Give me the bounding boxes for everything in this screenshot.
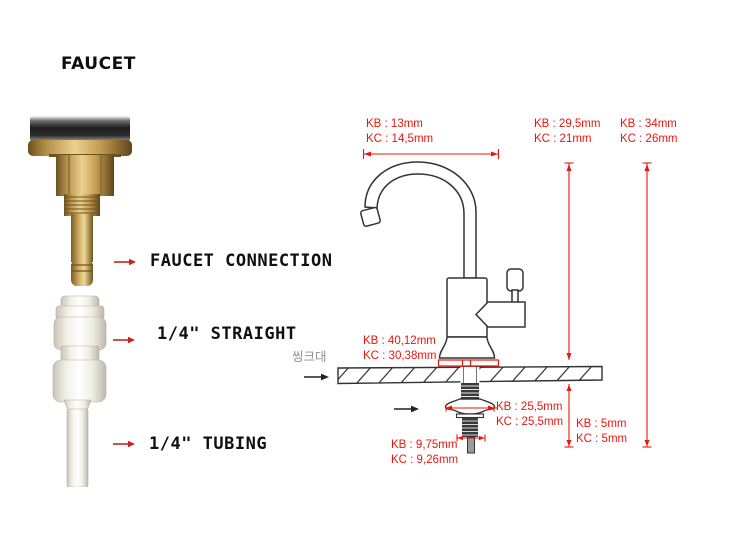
brass-flange <box>28 140 132 157</box>
black-arrow-icon <box>304 373 329 381</box>
quick-connect-fitting-photo <box>52 295 107 487</box>
faucet-body <box>438 268 526 359</box>
page-title: FAUCET <box>61 54 136 74</box>
dim-spout-reach-line <box>362 149 500 159</box>
dim-base-width-line <box>437 359 500 367</box>
faucet-diagram <box>304 149 652 454</box>
brass-threads <box>64 194 100 216</box>
dim-thread-diameter-text: KB : 9,75mm KC : 9,26mm <box>391 439 459 466</box>
mounting-shank <box>460 367 480 399</box>
brass-hex-nut <box>56 155 114 196</box>
part-label-tubing: 1/4" TUBING <box>149 434 268 454</box>
dim-nut-width-line <box>445 404 497 412</box>
handle-stem <box>511 289 519 304</box>
dim-total-height-text: KB : 34mm KC : 26mm <box>620 118 678 145</box>
red-arrow-icon <box>113 336 135 344</box>
dim-base-width-text: KB : 40,12mm KC : 30,38mm <box>363 335 437 362</box>
dim-height-line <box>564 162 574 448</box>
brass-stem <box>71 214 93 286</box>
sink-label: 씽크대 <box>292 349 327 364</box>
dim-thread-diameter-line <box>456 434 486 442</box>
black-arrow-icon <box>394 405 419 413</box>
gooseneck-spout <box>360 161 477 279</box>
wing-mounting-nut <box>444 398 496 419</box>
handle-knob <box>506 268 524 292</box>
red-arrow-icon <box>114 258 136 266</box>
part-label-straight: 1/4" STRAIGHT <box>157 324 297 344</box>
dim-total-height-line <box>642 162 652 448</box>
red-arrow-icon <box>113 440 135 448</box>
dim-spout-reach-text: KB : 13mm KC : 14,5mm <box>366 118 434 145</box>
dim-counter-clearance-text: KB : 5mm KC : 5mm <box>576 418 628 445</box>
fitting-upper-body <box>53 316 107 351</box>
tubing <box>66 408 89 487</box>
dim-height-text: KB : 29,5mm KC : 21mm <box>534 118 601 145</box>
handle-bracket <box>474 301 526 328</box>
dim-nut-width-text: KB : 25,5mm KC : 25,5mm <box>496 401 564 428</box>
faucet-connection-photo <box>28 116 132 286</box>
part-label-faucet-connection: FAUCET CONNECTION <box>150 251 333 271</box>
fitting-lower-body <box>52 359 107 403</box>
chrome-collar <box>30 116 130 142</box>
spout-tip <box>360 206 381 227</box>
lower-threads <box>462 417 478 454</box>
bell-base <box>438 336 496 359</box>
